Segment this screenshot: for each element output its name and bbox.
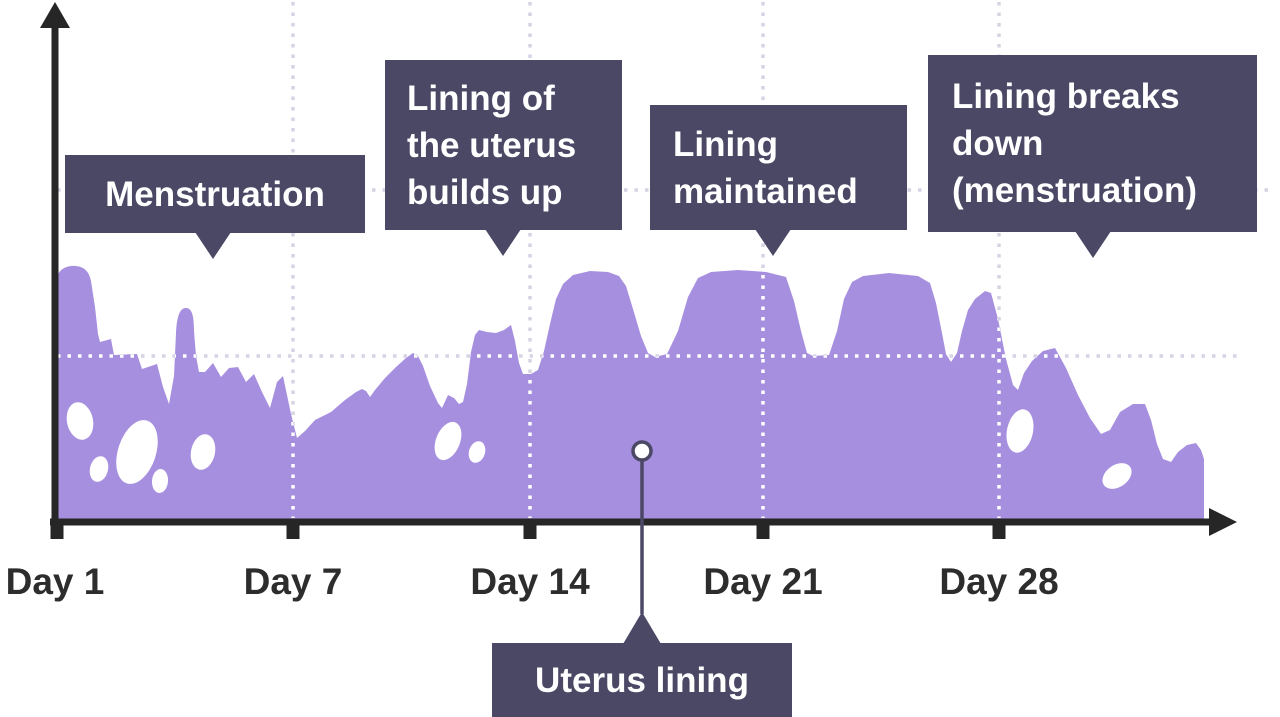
uterus-lining-marker-dot xyxy=(631,440,653,462)
lining-hole xyxy=(151,469,169,493)
callout-lining-breaks-down-pointer xyxy=(1075,231,1111,258)
x-tick-day-21 xyxy=(756,523,770,539)
x-tick-label-day-28: Day 28 xyxy=(939,561,1058,602)
lining-hole xyxy=(468,441,486,463)
callout-lining-maintained: Lining maintained xyxy=(650,105,907,256)
callout-lining-maintained-label: Lining maintained xyxy=(673,124,858,211)
callout-uterus-lining-label: Uterus lining xyxy=(535,660,749,700)
lining-hole xyxy=(1006,409,1034,453)
callout-uterus-lining-pointer xyxy=(623,612,661,644)
lining-hole xyxy=(1102,463,1132,489)
axes xyxy=(40,2,1237,539)
lining-hole xyxy=(190,434,216,470)
callout-lining-breaks-down-label: Lining breaks down (menstruation) xyxy=(952,77,1197,210)
callout-lining-builds-up-label: Lining of the uterus builds up xyxy=(407,78,577,212)
callout-lining-builds-up: Lining of the uterus builds up xyxy=(385,60,622,256)
callout-lining-maintained-pointer xyxy=(755,229,791,256)
callout-uterus-lining: Uterus lining xyxy=(492,612,792,717)
lining-hole xyxy=(434,421,462,461)
x-tick-label-day-21: Day 21 xyxy=(703,561,822,602)
y-axis-arrowhead xyxy=(40,2,70,28)
callout-lining-builds-up-pointer xyxy=(485,229,521,256)
x-axis-arrowhead xyxy=(1209,508,1237,536)
lining-holes xyxy=(66,402,1132,493)
gridlines-over-area xyxy=(57,265,1204,518)
callout-menstruation-label: Menstruation xyxy=(105,174,325,214)
callout-lining-breaks-down: Lining breaks down (menstruation) xyxy=(928,55,1257,258)
x-tick-label-day-7: Day 7 xyxy=(244,561,343,602)
callout-menstruation: Menstruation xyxy=(65,155,365,259)
lining-hole xyxy=(66,402,94,440)
x-tick-day-1 xyxy=(50,523,64,539)
x-tick-label-day-1: Day 1 xyxy=(6,561,105,602)
lining-hole xyxy=(89,456,109,482)
x-tick-day-14 xyxy=(523,523,537,539)
x-tick-day-7 xyxy=(286,523,300,539)
lining-hole xyxy=(116,420,158,484)
uterus-lining-area xyxy=(57,265,1204,520)
callout-menstruation-pointer xyxy=(195,232,231,259)
x-tick-day-28 xyxy=(992,523,1006,539)
x-tick-labels: Day 1 Day 7 Day 14 Day 21 Day 28 xyxy=(6,561,1059,602)
x-tick-label-day-14: Day 14 xyxy=(470,561,590,602)
